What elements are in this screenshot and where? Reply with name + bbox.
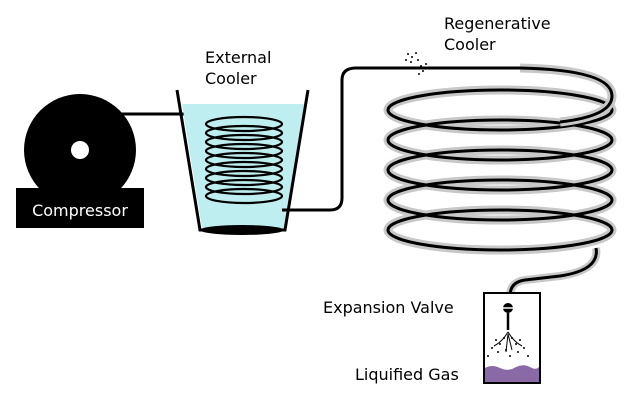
compressor-base [16,188,144,228]
spray-plume [493,331,523,353]
vent-spray [405,52,427,75]
liquified-gas-fill [485,365,539,382]
liquified-gas-label: Liquified Gas [355,365,459,384]
regenerative-coil [386,88,614,252]
expansion-chamber [483,292,541,384]
compressor-label: Compressor [32,201,128,220]
compressor-hub [71,141,89,159]
external-cooler: External Cooler [175,48,310,235]
regenerative-cooler-label-line1: Regenerative [444,14,551,33]
compressor: Compressor [16,94,144,228]
external-cooler-label-line2: Cooler [205,69,257,88]
external-cooler-label-line1: External [205,48,271,67]
regenerative-top-loop-line [519,66,614,124]
regenerative-cooler-label-line2: Cooler [444,35,496,54]
regenerative-coil-shadow [383,85,617,255]
expansion-valve-label: Expansion Valve [323,298,454,317]
cooler-beaker-bottom [200,225,284,235]
pipe-cooler-to-regenerative [282,66,520,212]
regenerative-outlet-pipe-line [506,247,598,307]
regenerative-cooler: Regenerative Cooler [383,14,617,307]
cooler-coil [204,115,284,205]
